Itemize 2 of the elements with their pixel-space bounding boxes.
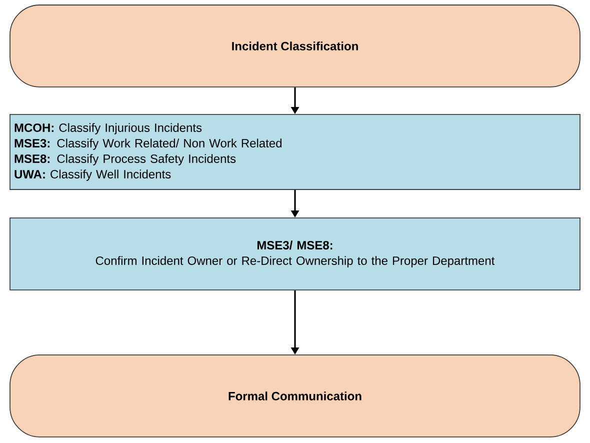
process-box: MSE3/ MSE8: Confirm Incident Owner or Re-Direct Ownership to the Proper Department [10, 218, 580, 290]
process-box: MCOH: Classify Injurious Incidents MSE3: Classify Work Related/ Non Work Related MSE8: Classify Process Safety Incidents UWA: Classify Well Incidents [10, 114, 580, 190]
